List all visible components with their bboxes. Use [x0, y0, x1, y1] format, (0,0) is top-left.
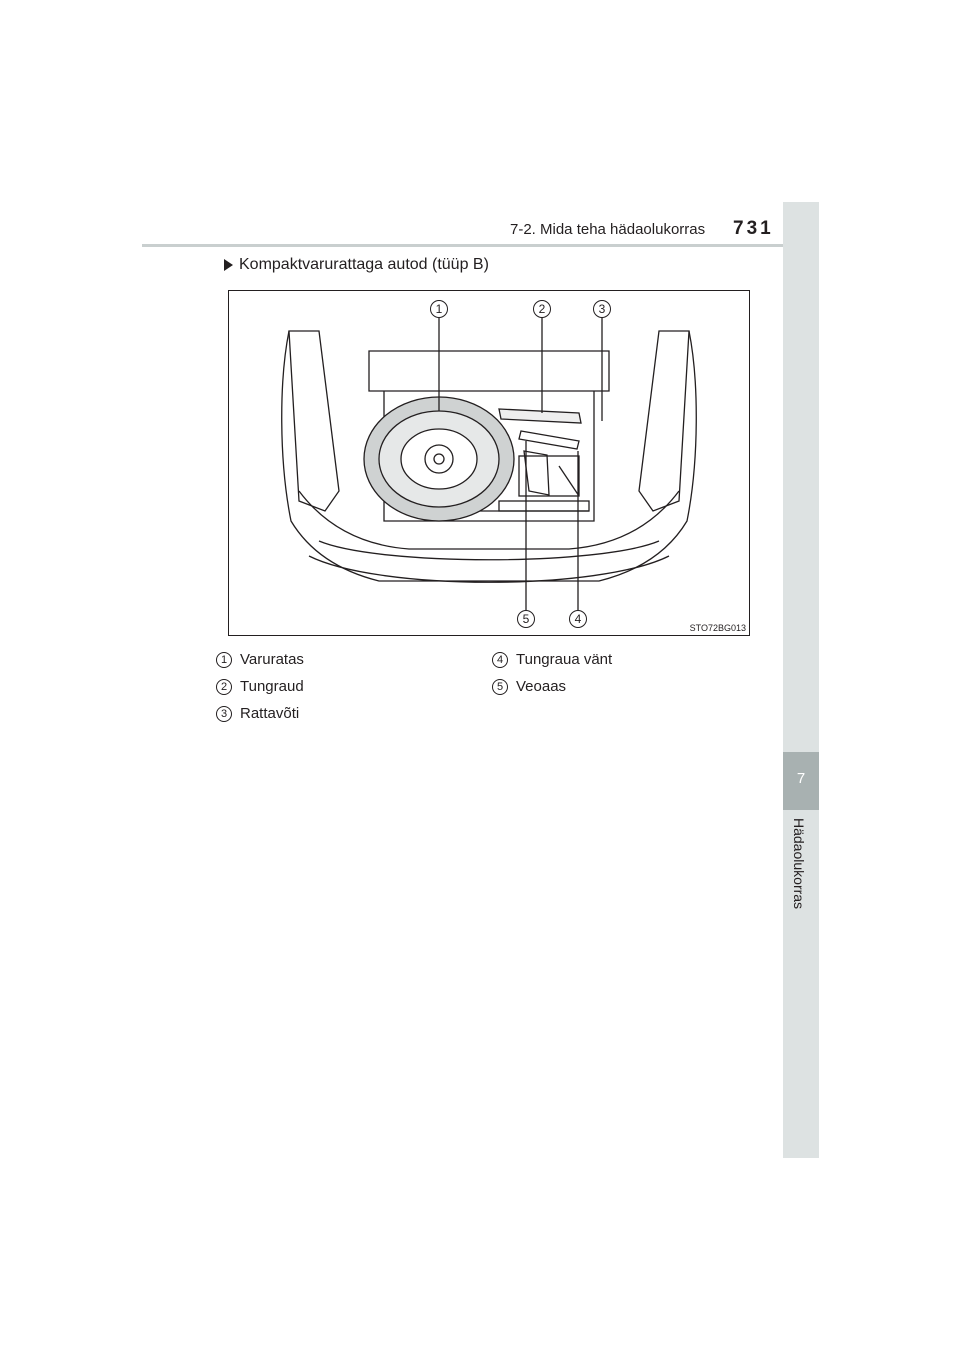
legend-item-2: 2 Tungraud	[216, 678, 304, 695]
legend-label: Tungraud	[240, 678, 304, 695]
page-number: 731	[733, 218, 774, 239]
legend-number-badge: 5	[492, 678, 508, 695]
legend-number-badge: 2	[216, 678, 232, 695]
legend-item-1: 1 Varuratas	[216, 651, 304, 668]
section-heading-text: Kompaktvarurattaga autod (tüüp B)	[239, 256, 489, 273]
legend-label: Veoaas	[516, 678, 567, 695]
header-rule	[142, 244, 819, 247]
chapter-number-box	[783, 752, 819, 810]
callout-3: 3	[593, 300, 611, 318]
legend-item-3: 3 Rattavõti	[216, 705, 299, 722]
trunk-illustration: 1 2 3 5 4 STO72BG013	[228, 290, 750, 636]
callout-5: 5	[517, 610, 535, 628]
callout-4: 4	[569, 610, 587, 628]
legend-item-4: 4 Tungraua vänt	[492, 651, 612, 668]
chapter-title: Hädaolukorras	[791, 818, 807, 910]
triangle-bullet-icon	[224, 259, 233, 271]
chapter-side-tab	[783, 202, 819, 1158]
legend-number-badge: 3	[216, 705, 232, 722]
legend-label: Tungraua vänt	[516, 651, 613, 668]
callout-2: 2	[533, 300, 551, 318]
legend-number-badge: 4	[492, 651, 508, 668]
legend-label: Varuratas	[240, 651, 304, 668]
chapter-number: 7	[796, 770, 806, 787]
car-trunk-drawing	[281, 318, 697, 610]
figure-code: STO72BG013	[689, 623, 746, 633]
legend-item-5: 5 Veoaas	[492, 678, 566, 695]
section-heading: Kompaktvarurattaga autod (tüüp B)	[224, 256, 489, 274]
legend-number-badge: 1	[216, 651, 232, 668]
section-title: 7-2. Mida teha hädaolukorras	[510, 221, 706, 238]
callout-1: 1	[430, 300, 448, 318]
legend-label: Rattavõti	[240, 705, 300, 722]
